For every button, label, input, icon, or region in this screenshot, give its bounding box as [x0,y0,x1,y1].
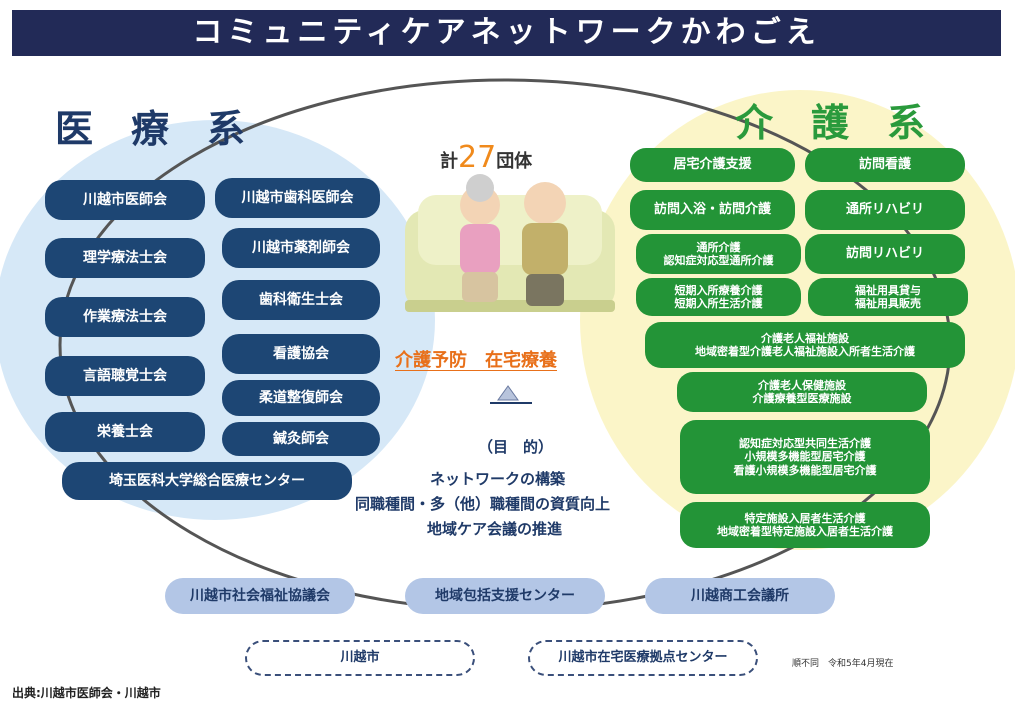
medical-org-shika: 川越市歯科医師会 [215,178,380,218]
care-org-nyuyoku: 訪問入浴・訪問介護 [630,190,795,230]
title-banner: コミュニティケアネットワークかわごえ [12,10,1001,56]
medical-org-sagyo: 作業療法士会 [45,297,205,337]
medical-org-shikaeisei: 歯科衛生士会 [222,280,380,320]
care-org-homon-reha: 訪問リハビリ [805,234,965,274]
triangle-mark [497,385,519,401]
care-heading: 介 護 系 [735,100,926,145]
purpose-heading: （目 的） [478,438,554,456]
medical-org-saitama: 埼玉医科大学総合医療センター [62,462,352,500]
care-org-ninchisho: 認知症対応型共同生活介護 小規模多機能型居宅介護 看護小規模多機能型居宅介護 [680,420,930,494]
medical-org-ishikai: 川越市医師会 [45,180,205,220]
total-suffix: 団体 [496,151,533,172]
care-org-tanki: 短期入所療養介護 短期入所生活介護 [636,278,801,316]
medical-org-shinkyu: 鍼灸師会 [222,422,380,456]
care-org-tsusho-kaigo: 通所介護 認知症対応型通所介護 [636,234,801,274]
total-count: 計27団体 [440,140,532,175]
medical-org-judo: 柔道整復師会 [222,380,380,416]
purpose-item-meeting: 地域ケア会議の推進 [427,520,563,538]
medical-org-eiyo: 栄養士会 [45,412,205,452]
care-org-kyotaku: 居宅介護支援 [630,148,795,182]
medical-org-gengo: 言語聴覚士会 [45,356,205,396]
order-date-note: 順不同 令和5年4月現在 [792,659,894,669]
purpose-item-quality: 同職種間・多（他）職種間の資質向上 [355,495,611,513]
admin-home-medical-center: 川越市在宅医療拠点センター [528,640,758,676]
admin-kawagoe-city: 川越市 [245,640,475,676]
total-prefix: 計 [440,151,458,172]
source-credit: 出典:川越市医師会・川越市 [12,686,161,700]
bottom-org-shokokai: 川越商工会議所 [645,578,835,614]
care-org-homon-kango: 訪問看護 [805,148,965,182]
prevention-label: 介護予防 在宅療養 [395,350,557,371]
medical-org-yakuzai: 川越市薬剤師会 [222,228,380,268]
care-org-rojin-hoken: 介護老人保健施設 介護療養型医療施設 [677,372,927,412]
purpose-item-network: ネットワークの構築 [430,470,566,488]
care-org-tokutei: 特定施設入居者生活介護 地域密着型特定施設入居者生活介護 [680,502,930,548]
medical-heading: 医 療 系 [55,106,246,151]
medical-org-kango: 看護協会 [222,334,380,374]
care-org-rojin-fukushi: 介護老人福祉施設 地域密着型介護老人福祉施設入所者生活介護 [645,322,965,368]
total-number: 27 [458,140,497,175]
care-org-fukushi-yogu: 福祉用具貸与 福祉用具販売 [808,278,968,316]
bottom-org-hokatsu: 地域包括支援センター [405,578,605,614]
bottom-org-shakyo: 川越市社会福祉協議会 [165,578,355,614]
medical-org-rigaku: 理学療法士会 [45,238,205,278]
elderly-couple-illustration [405,174,615,312]
care-org-tsusho-reha: 通所リハビリ [805,190,965,230]
